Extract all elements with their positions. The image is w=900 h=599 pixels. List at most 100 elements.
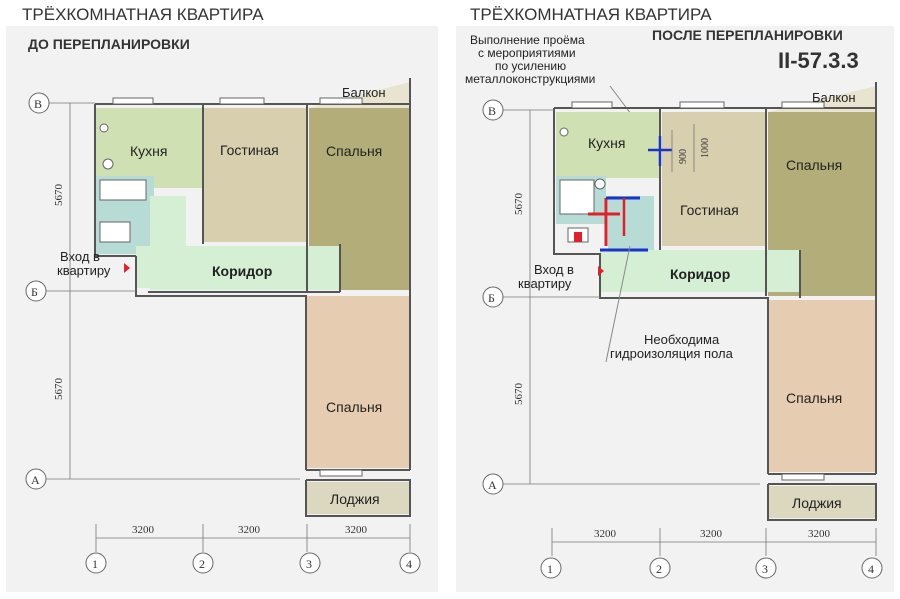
right-entrance-label-2: квартиру (518, 276, 572, 291)
left-dim-h-1: 3200 (132, 524, 155, 536)
left-corridor-label: Коридор (212, 263, 272, 279)
right-kitchen-label: Кухня (588, 135, 625, 151)
right-dim-h-lines (551, 528, 877, 556)
right-axis-1-circle (540, 557, 562, 579)
left-axis-2-circle (192, 552, 214, 574)
left-axis-3-circle (299, 552, 321, 574)
right-axis-4-circle (861, 557, 883, 579)
right-stove-icon (559, 127, 569, 137)
right-red-wall-mark (588, 198, 620, 246)
right-dim-v-2: 5670 (513, 383, 525, 406)
right-note-waterproof-leader (605, 245, 631, 363)
right-living-label: Гостиная (680, 202, 739, 218)
left-axis-2: 2 (199, 557, 205, 571)
right-window-bedroom-bottom (781, 473, 825, 481)
right-note-waterproof-1: Необходима (644, 332, 720, 347)
right-sink-icon (594, 178, 606, 190)
left-loggia-label: Лоджия (330, 491, 380, 507)
left-axis-b: Б (31, 285, 38, 299)
right-kitchen (556, 112, 660, 178)
right-bedroom-bottom (768, 300, 876, 472)
right-dim-v-1: 5670 (513, 193, 525, 216)
right-opening-dim-lines (671, 124, 695, 172)
left-window-bedroom-bottom (319, 469, 363, 477)
right-opening-mark (648, 136, 672, 166)
left-bedroom-top-label: Спальня (326, 143, 382, 159)
right-dim-opening-900: 900 (678, 149, 689, 164)
right-window-living (679, 101, 725, 109)
left-stove-icon (99, 123, 109, 133)
right-corridor-label: Коридор (670, 266, 730, 282)
right-living-room (662, 112, 766, 246)
left-bedroom-bottom-label: Спальня (326, 399, 382, 415)
left-loggia (306, 482, 410, 514)
left-entrance-label-2: квартиру (57, 263, 111, 278)
right-dim-opening-1000: 1000 (700, 138, 711, 158)
right-loggia-label: Лоджия (792, 495, 842, 511)
right-dim-h-2: 3200 (700, 528, 723, 540)
left-kitchen-label: Кухня (130, 143, 167, 159)
right-dim-h-3: 3200 (808, 528, 831, 540)
right-axis-a: А (488, 478, 497, 492)
left-axis-3: 3 (306, 557, 312, 571)
right-window-bedroom (781, 101, 825, 109)
left-axis-v: В (34, 97, 42, 111)
right-shower-icon (559, 179, 595, 215)
left-window-kitchen (112, 97, 154, 105)
left-window-living (219, 97, 265, 105)
right-note-waterproof-2: гидроизоляция пола (610, 346, 734, 361)
right-axis-3-circle (755, 557, 777, 579)
left-subtitle: ДО ПЕРЕПЛАНИРОВКИ (28, 36, 190, 52)
right-note-opening-4: металлоконструкциями (465, 72, 595, 86)
right-axis-b: Б (488, 291, 495, 305)
right-note-opening-2: с мероприятиями (478, 46, 576, 60)
right-entrance-arrow-icon (598, 266, 604, 276)
left-entrance-arrow-icon (124, 263, 130, 273)
right-loggia (768, 486, 876, 518)
right-dim-h-1: 3200 (594, 528, 617, 540)
left-title: ТРЁХКОМНАТНАЯ КВАРТИРА (22, 5, 264, 24)
left-window-bedroom (319, 97, 363, 105)
left-living-room (204, 108, 306, 242)
left-dim-h-lines (95, 524, 411, 552)
left-sink-icon (102, 158, 114, 170)
right-series: II-57.3.3 (778, 48, 859, 73)
right-axis-1: 1 (547, 562, 553, 576)
right-axis-4: 4 (868, 562, 874, 576)
right-subtitle: ПОСЛЕ ПЕРЕПЛАНИРОВКИ (652, 27, 843, 43)
left-plan: ТРЁХКОМНАТНАЯ КВАРТИРА ДО ПЕРЕПЛАНИРОВКИ… (22, 5, 421, 574)
right-bedroom-bottom-label: Спальня (786, 390, 842, 406)
right-entrance-label-1: Вход в (534, 262, 574, 277)
left-axis-lines (46, 102, 300, 480)
right-note-opening-1: Выполнение проёма (470, 33, 585, 47)
right-axis-lines (503, 109, 760, 485)
right-balcony-label: Балкон (812, 90, 856, 105)
left-entrance-label-1: Вход в (60, 249, 100, 264)
right-red-square-mark (574, 232, 582, 242)
right-plan: ТРЁХКОМНАТНАЯ КВАРТИРА ПОСЛЕ ПЕРЕПЛАНИРО… (465, 5, 883, 579)
right-axis-3: 3 (762, 562, 768, 576)
left-axis-4-circle (399, 552, 421, 574)
left-dim-h-3: 3200 (345, 524, 368, 536)
right-title: ТРЁХКОМНАТНАЯ КВАРТИРА (470, 5, 712, 24)
right-bathroom (608, 196, 654, 250)
left-axis-4: 4 (406, 557, 412, 571)
left-bedroom-bottom (306, 296, 410, 468)
left-axis-1: 1 (92, 557, 98, 571)
right-axis-v: В (488, 104, 496, 118)
left-kitchen (96, 108, 202, 188)
left-axis-a: А (31, 473, 40, 487)
left-axis-1-circle (85, 552, 107, 574)
left-dim-v-1: 5670 (53, 184, 65, 207)
right-note-opening-3: по усилению (495, 59, 566, 73)
right-bedroom-top-label: Спальня (786, 157, 842, 173)
left-toilet-icon (99, 221, 131, 243)
left-dim-v-2: 5670 (53, 378, 65, 401)
left-dim-h-2: 3200 (238, 524, 261, 536)
left-living-label: Гостиная (220, 142, 279, 158)
right-axis-2: 2 (656, 562, 662, 576)
left-bathtub-icon (99, 179, 147, 201)
right-window-kitchen (571, 101, 613, 109)
